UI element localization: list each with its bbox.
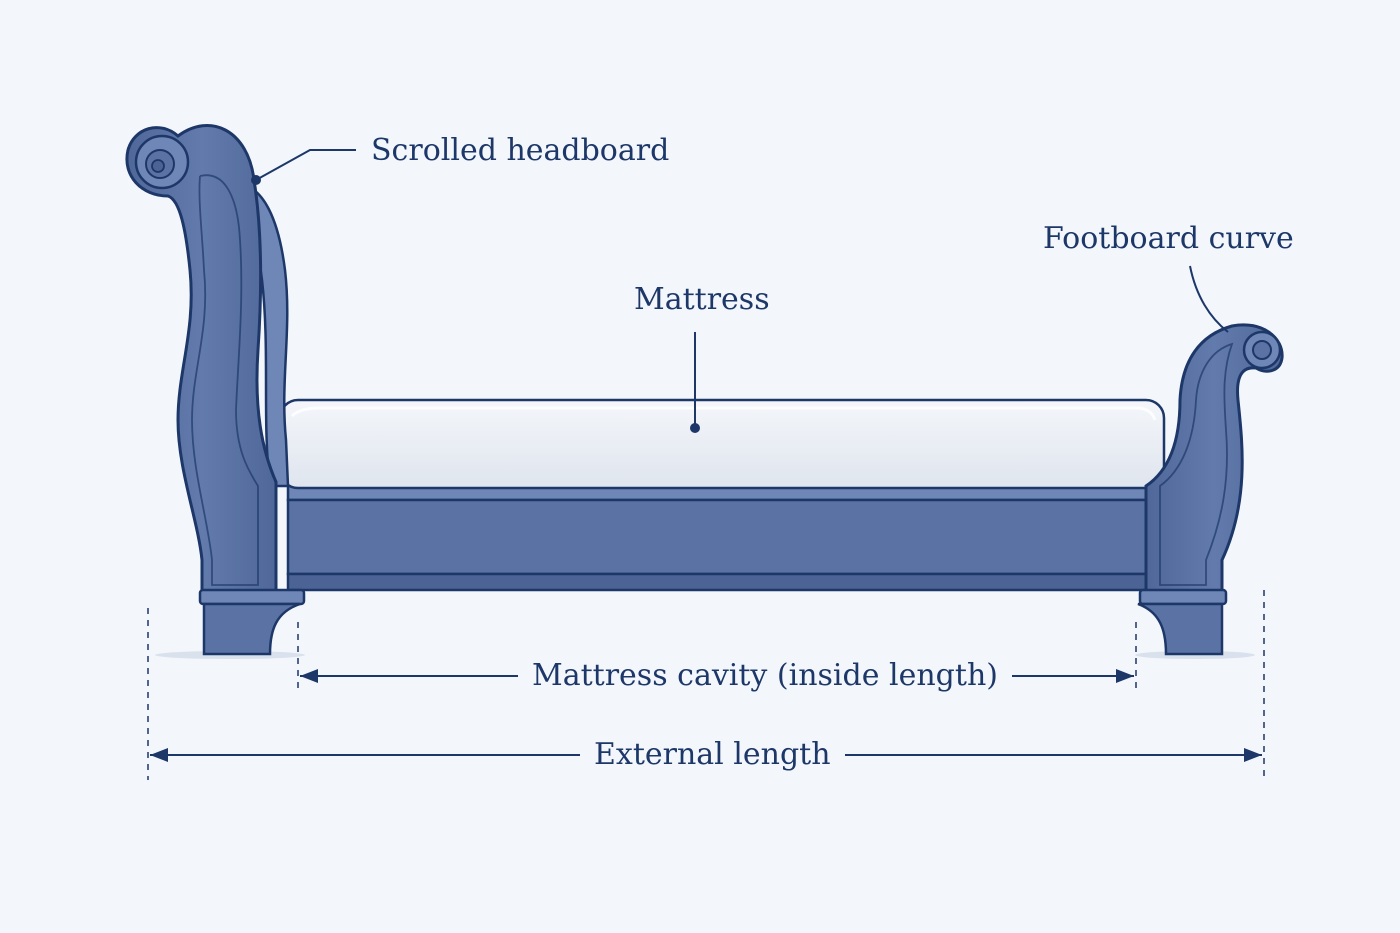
headboard: [125, 124, 306, 656]
footboard-label: Footboard curve: [1043, 221, 1294, 256]
side-rail: [286, 484, 1152, 592]
extension-lines: [147, 590, 1265, 780]
external-arrow-left: [150, 748, 168, 762]
headboard-label: Scrolled headboard: [371, 133, 670, 168]
leader-lines: [255, 149, 1229, 428]
mattress-label: Mattress: [634, 282, 770, 317]
cavity-length-label: Mattress cavity (inside length): [518, 661, 1012, 691]
mattress: [278, 398, 1166, 490]
headboard-leader: [255, 149, 356, 181]
cavity-arrow-left: [300, 669, 318, 683]
footboard: [1137, 323, 1284, 656]
mattress-leader-dot: [690, 423, 700, 433]
headboard-leader-dot: [251, 175, 261, 185]
external-arrow-right: [1244, 748, 1262, 762]
footboard-leader: [1189, 265, 1229, 333]
cavity-arrow-right: [1116, 669, 1134, 683]
external-length-label: External length: [580, 740, 845, 770]
